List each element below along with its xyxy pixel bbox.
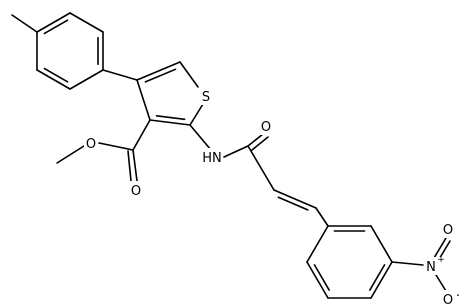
tolyl-ring-double-bond [43, 67, 69, 83]
nitro-o-single-label: O [443, 293, 453, 307]
nitro-n-label-bg [424, 257, 444, 275]
thiophene-double-bond [155, 114, 186, 121]
ester-carbonyl-o-label-bg [129, 181, 143, 199]
tolyl-ring-double-bond [43, 19, 69, 35]
tolyl-ring-bond [69, 12, 104, 33]
nitro-n-o-double-bond [433, 237, 447, 259]
ester-ether-bond [98, 142, 134, 151]
ester-bond [132, 119, 151, 151]
amide-nh-label-bg [201, 148, 223, 166]
nitro-n-label: N [426, 260, 436, 275]
ester-carbonyl-bond-2 [127, 150, 132, 182]
nitrophenyl-double-bond [313, 264, 330, 291]
nitro-o-single-label-bg [441, 290, 461, 307]
amide-o-label: O [261, 120, 271, 135]
nh-carbonyl-bond [223, 145, 249, 158]
nitrophenyl-double-bond [369, 264, 386, 291]
nitro-plus-charge: + [437, 255, 445, 265]
ester-ether-o-label: O [86, 137, 96, 152]
tolyl-ring-bond [36, 12, 71, 33]
nitro-o-double-label: O [443, 223, 453, 238]
ester-methyl-bond [56, 145, 85, 164]
nitro-o-double-label-bg [441, 220, 455, 238]
tolyl-methyl-bond [11, 14, 38, 33]
tolyl-ring-bond [36, 69, 71, 90]
ester-ether-o-label-bg [84, 134, 98, 152]
tolyl-ring-bond [69, 69, 104, 90]
amide-vinyl-bond [247, 145, 275, 191]
vinyl-double-bond-2 [277, 196, 309, 211]
nitro-n-o-single-bond [435, 274, 447, 292]
nitrophenyl-ring-bond [370, 225, 393, 263]
thiophene-bond [189, 103, 204, 126]
tolyl-thiophene-bond [102, 69, 138, 81]
vinyl-double-bond [273, 189, 317, 209]
nitrophenyl-ring-bond [306, 225, 329, 263]
nitrophenyl-ring-bond [370, 261, 393, 299]
nitrophenyl-ring-bond [306, 261, 329, 299]
thiophene-bond [136, 61, 181, 81]
ester-carbonyl-o-label: O [131, 184, 141, 199]
ester-carbonyl-bond [132, 149, 138, 182]
bond-layer [11, 12, 451, 299]
c2-nh-bond [189, 124, 212, 151]
amide-o-label-bg [259, 117, 273, 135]
nitro-o-radical-dot: · [456, 289, 460, 304]
amide-carbonyl-bond-2 [251, 136, 269, 151]
thiophene-bond [179, 61, 199, 88]
sulfur-atom-label: S [202, 90, 210, 105]
aryl-nitro-bond [391, 261, 424, 266]
thiophene-bond [149, 119, 191, 126]
amide-nh-label: HN [202, 151, 222, 166]
vinyl-aryl-bond [315, 207, 329, 227]
atom-label-layer: S O O HN O N + O O · [84, 87, 461, 307]
thiophene-bond [136, 79, 151, 121]
thiophene-double-bond [144, 68, 177, 83]
sulfur-label-bg [199, 87, 213, 105]
amide-carbonyl-bond [247, 133, 264, 147]
